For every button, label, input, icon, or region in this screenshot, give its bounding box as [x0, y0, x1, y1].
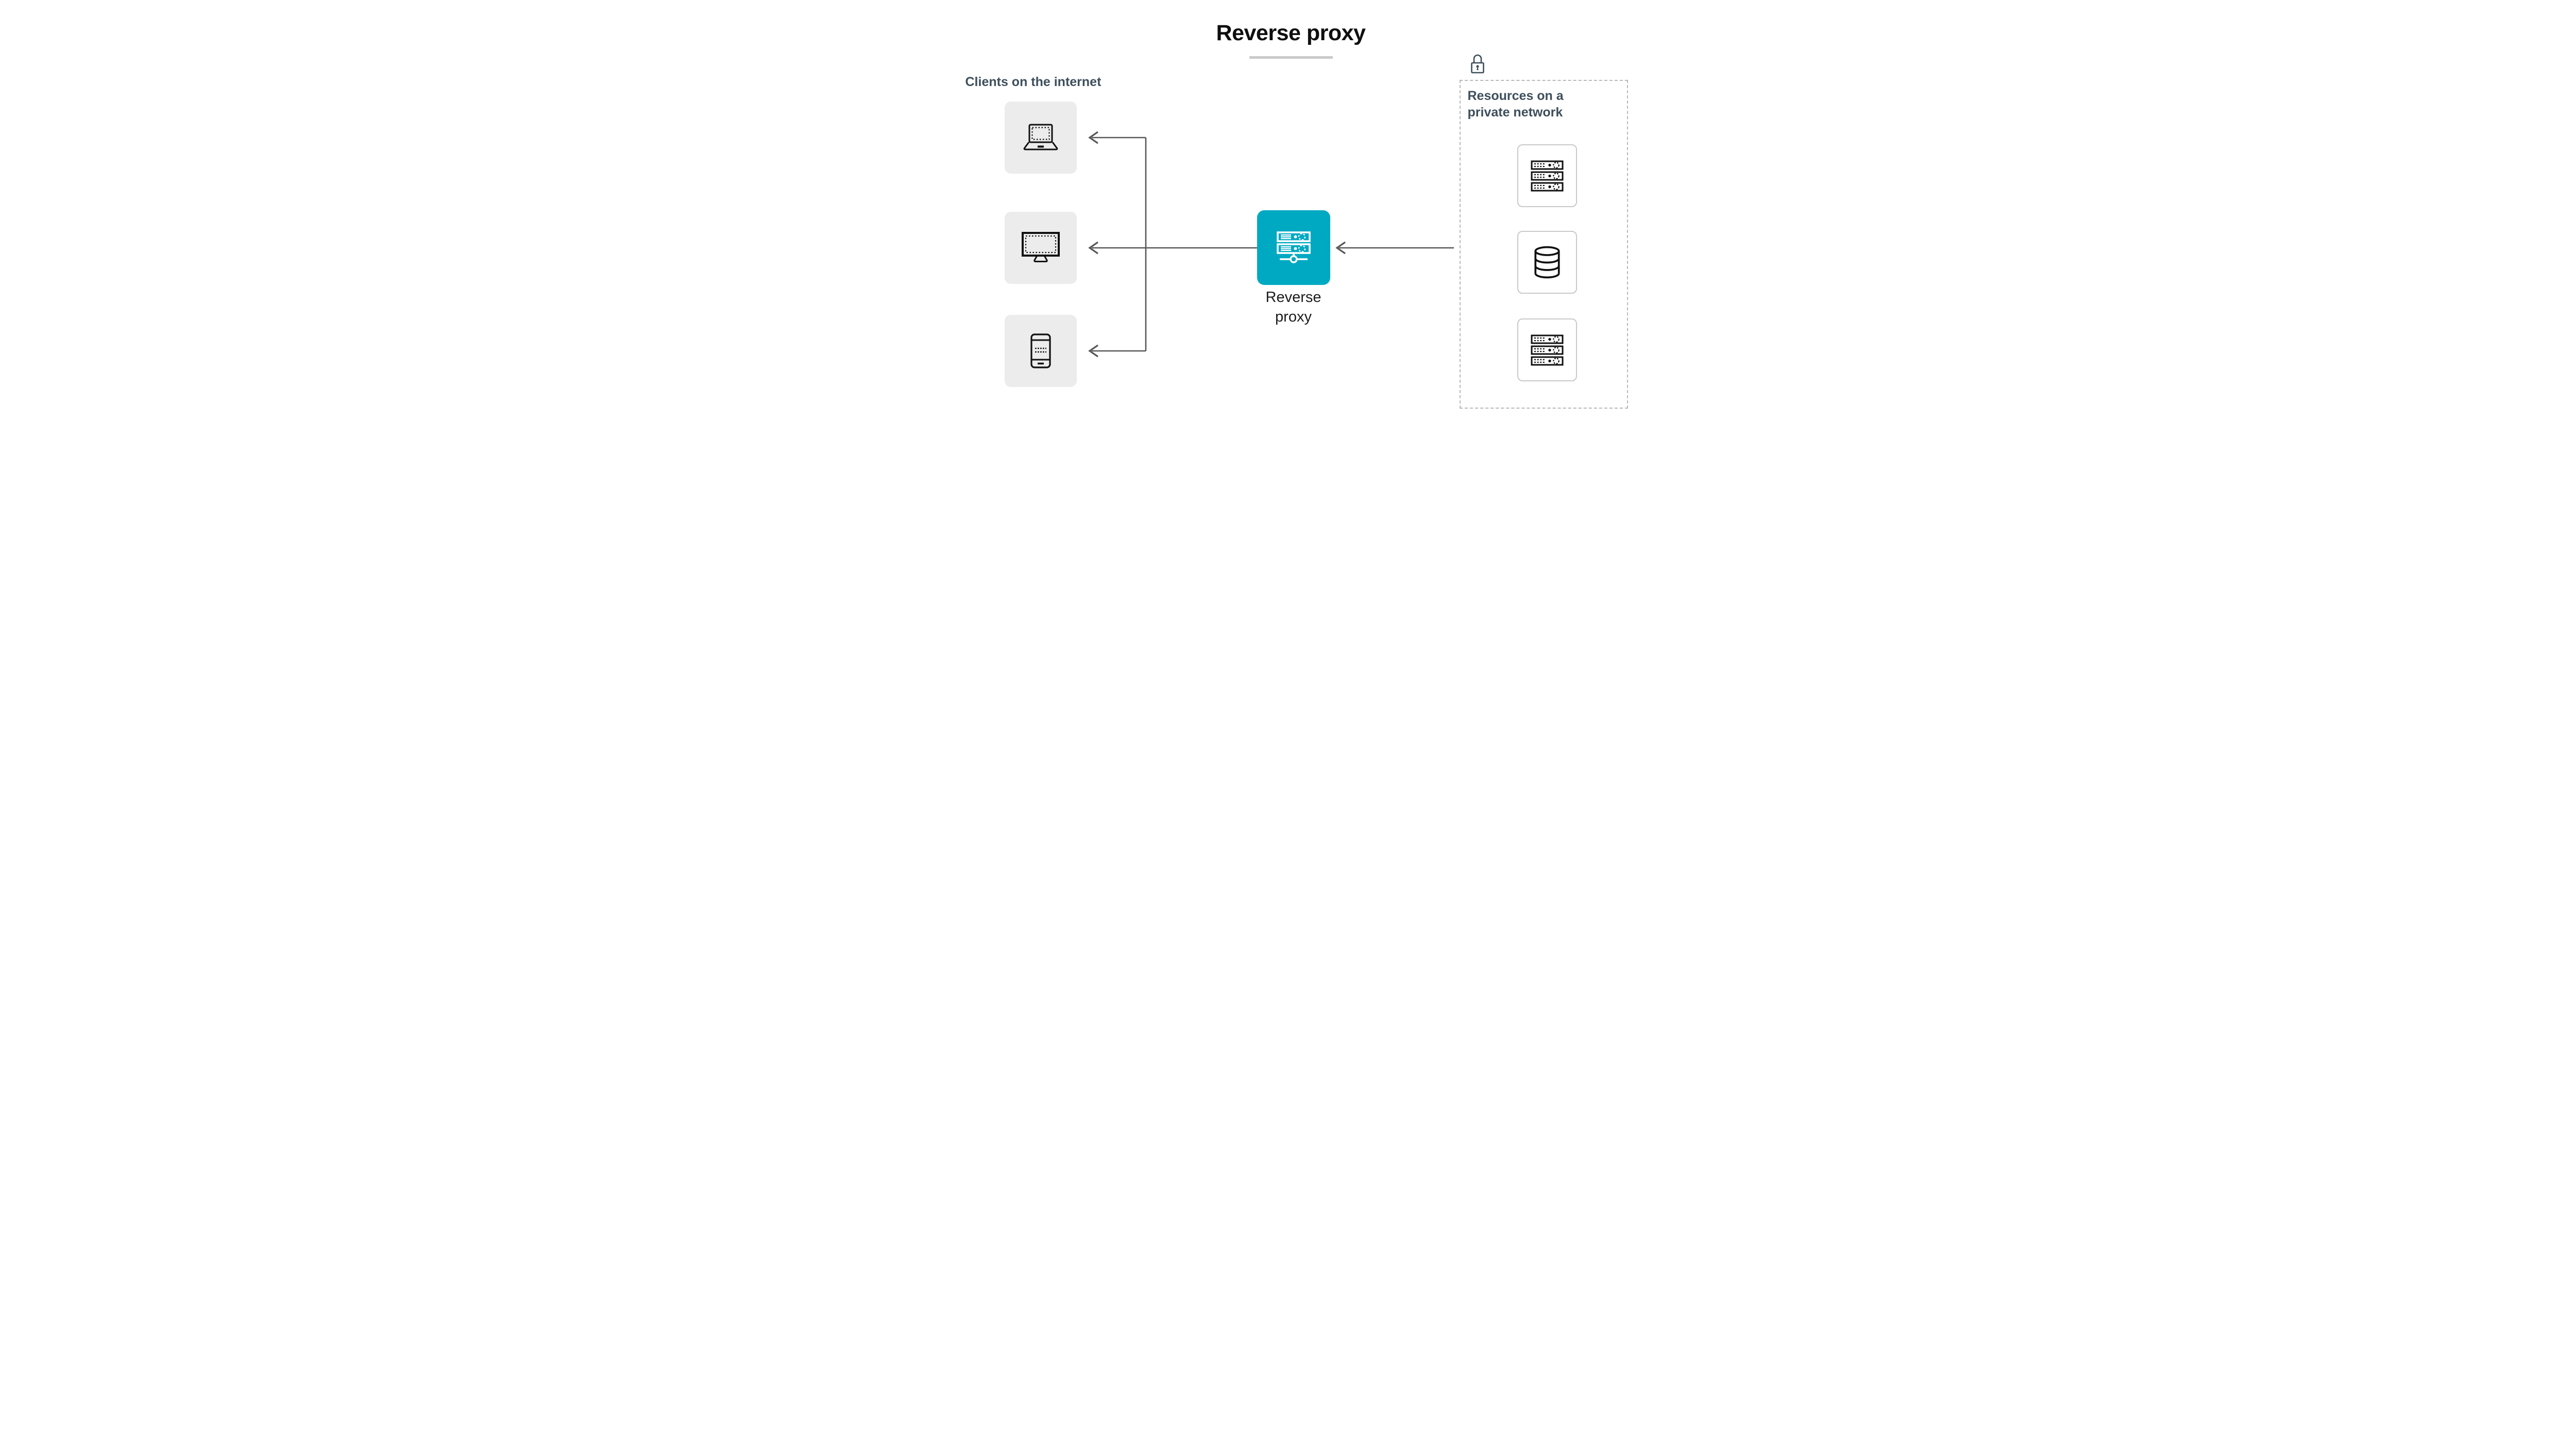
arrowhead-middle [1088, 241, 1098, 255]
clients-heading: Clients on the internet [965, 75, 1101, 89]
reverse-proxy-diagram: Reverse proxy Clients on the internet [889, 0, 1687, 448]
client-card-mobile [1004, 315, 1077, 387]
laptop-icon [1022, 124, 1060, 151]
client-card-laptop [1004, 102, 1077, 174]
client-card-desktop [1004, 212, 1077, 284]
arrowhead-top [1088, 131, 1098, 144]
server-stack-icon [1531, 334, 1564, 366]
reverse-proxy-node [1257, 210, 1330, 285]
resource-card-database [1517, 231, 1577, 294]
arrowhead-bottom [1088, 344, 1098, 358]
arrowhead-resources-to-proxy [1335, 241, 1346, 255]
smartphone-icon [1030, 333, 1051, 368]
proxy-server-icon [1276, 231, 1311, 264]
reverse-proxy-label: Reverse proxy [1265, 289, 1321, 326]
page-title: Reverse proxy [1216, 21, 1366, 45]
server-stack-icon [1531, 160, 1564, 192]
title-underline [1249, 56, 1333, 59]
private-network-boundary [1459, 80, 1628, 409]
lock-icon [1470, 53, 1485, 74]
monitor-icon [1021, 232, 1060, 264]
resource-card-servers-bottom [1517, 318, 1577, 381]
resources-heading: Resources on a private network [1467, 89, 1564, 120]
database-icon [1534, 246, 1561, 279]
resource-card-servers-top [1517, 144, 1577, 207]
